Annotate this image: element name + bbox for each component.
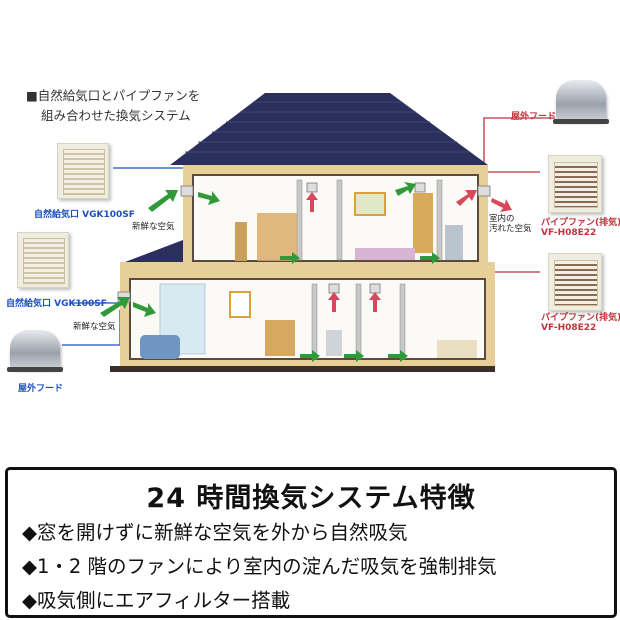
fresh-air-arrows [100, 182, 440, 362]
feature-item-3: ◆吸気側にエアフィルター搭載 [22, 589, 291, 612]
pipe-fan-lower [548, 253, 602, 311]
pipe-fan-upper-label: パイプファン(排気) VF-H08E22 [541, 218, 620, 238]
feature-item-1: ◆窓を開けずに新鮮な空気を外から自然吸気 [22, 521, 408, 544]
intake-vent-upper [57, 143, 109, 199]
pipe-fan-lower-label-line2: VF-H08E22 [541, 323, 597, 333]
fresh-air-label-lower: 新鮮な空気 [73, 322, 116, 332]
pipe-fan-upper-label-line2: VF-H08E22 [541, 228, 597, 238]
lower-roof [125, 240, 183, 262]
intro-caption: ■自然給気口とパイプファンを 組み合わせた換気システム [26, 86, 200, 126]
fresh-air-label-upper: 新鮮な空気 [132, 222, 175, 232]
stale-air-label-line2: 汚れた空気 [489, 224, 532, 234]
features-panel: 24 時間換気システム特徴 ◆窓を開けずに新鮮な空気を外から自然吸気 ◆1・2 … [5, 467, 617, 618]
outdoor-hood-left-label: 屋外フード [18, 384, 64, 394]
house-ventilation-diagram [62, 93, 555, 372]
pipe-fan-lower-label-line1: パイプファン(排気) [541, 313, 620, 323]
features-title: 24 時間換気システム特徴 [146, 483, 476, 514]
feature-item-2: ◆1・2 階のファンにより室内の淀んだ吸気を強制排気 [22, 555, 497, 578]
roof [170, 93, 488, 165]
intro-line-1: ■自然給気口とパイプファンを [26, 88, 201, 103]
outdoor-hood-left [7, 330, 63, 372]
outdoor-hood-right [553, 80, 609, 124]
pipe-fan-upper-label-line1: パイプファン(排気) [541, 218, 620, 228]
intake-vent-upper-label: 自然給気口 VGK100SF [34, 210, 135, 220]
stale-air-arrows [306, 190, 512, 312]
pipe-fan-upper [548, 155, 602, 213]
intake-vent-lower [17, 232, 69, 288]
stale-air-label-line1: 室内の [489, 214, 515, 224]
stale-air-label: 室内の 汚れた空気 [489, 214, 532, 234]
outdoor-hood-right-label: 屋外フード [511, 112, 557, 122]
pipe-fan-lower-label: パイプファン(排気) VF-H08E22 [541, 313, 620, 333]
intro-line-2: 組み合わせた換気システム [41, 108, 191, 123]
intake-vent-lower-label: 自然給気口 VGK100SF [6, 299, 107, 309]
